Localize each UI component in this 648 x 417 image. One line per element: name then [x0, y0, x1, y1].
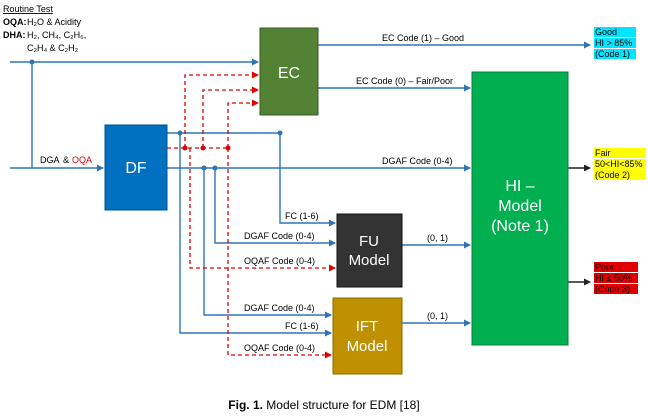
oqaf-to-fu-arrow	[189, 148, 336, 272]
fu-box: FU Model	[336, 213, 403, 288]
oqaf-fu-label: OQAF Code (0-4)	[244, 256, 315, 266]
junction-dots	[29, 59, 283, 171]
hi-box: HI – Model (Note 1)	[471, 71, 569, 346]
hi-box-line3: (Note 1)	[491, 218, 549, 235]
fc-to-ift-arrow	[179, 133, 332, 337]
junction-dot	[225, 145, 231, 151]
poor-line3: (Code 3)	[595, 284, 630, 294]
poor-line2: HI ≤ 50%	[595, 273, 632, 283]
dashed-to-ec-3	[227, 99, 259, 148]
output-good: Good HI > 85% (Code 1)	[594, 27, 636, 59]
junction-dot	[200, 145, 206, 151]
caption-fig-label: Fig. 1.	[228, 398, 263, 412]
output-fair: Fair 50<HI<85% (Code 2)	[594, 148, 646, 180]
junction-dot	[277, 130, 283, 136]
fu-box-line2: Model	[349, 252, 390, 269]
dgaf-fu-label: DGAF Code (0-4)	[244, 231, 315, 241]
dashed-to-ec-1	[184, 71, 259, 148]
good-bg	[594, 49, 636, 59]
good-bg	[594, 27, 636, 37]
hi-box-line2: Model	[498, 198, 542, 215]
ec-code0-label: EC Code (0) – Fair/Poor	[356, 76, 453, 86]
dha-key: DHA:	[3, 30, 26, 40]
oqa-label: OQA	[72, 155, 92, 165]
ift-box-line1: IFT	[356, 318, 379, 335]
junction-dot	[177, 130, 183, 136]
fair-bg	[594, 170, 646, 180]
ift-out-label: (0, 1)	[427, 311, 448, 321]
fair-bg	[594, 159, 646, 169]
dha-line1: H₂, CH₄, C₂H₆,	[27, 30, 86, 40]
junction-dot	[182, 145, 188, 151]
fair-line1: Fair	[595, 148, 611, 158]
oqa-value: H₂O & Acidity	[27, 17, 82, 27]
dgaf-ift-label: DGAF Code (0-4)	[244, 303, 315, 313]
routine-test-title: Routine Test	[3, 4, 53, 14]
fair-bg	[594, 148, 646, 158]
good-line3: (Code 1)	[595, 49, 630, 59]
dgaf-to-fu-arrow	[214, 168, 336, 247]
edm-model-diagram: Routine Test OQA: H₂O & Acidity DHA: H₂,…	[3, 4, 646, 375]
oqa-key: OQA:	[3, 17, 27, 27]
df-input-label: DGA & OQA	[40, 155, 92, 165]
fc-to-fu-arrow	[167, 132, 336, 227]
dha-line2: C₂H₄ & C₂H₂	[27, 43, 79, 53]
good-line2: HI > 85%	[595, 38, 632, 48]
fu-box-line1: FU	[359, 233, 379, 250]
fc-ift-label: FC (1-6)	[285, 321, 319, 331]
poor-bg	[594, 284, 638, 294]
junction-dot	[201, 165, 207, 171]
dga-label: DGA	[40, 155, 60, 165]
fc-fu-label: FC (1-6)	[285, 211, 319, 221]
fu-box-rect	[336, 213, 403, 288]
dashed-to-ec-2	[202, 86, 259, 148]
ec-box: EC	[259, 27, 319, 116]
routine-test-block: Routine Test OQA: H₂O & Acidity DHA: H₂,…	[3, 4, 86, 53]
df-box-rect	[104, 124, 168, 211]
dgaf-to-ift-arrow	[203, 168, 332, 319]
oqaf-ift-label: OQAF Code (0-4)	[244, 343, 315, 353]
ec-box-label: EC	[278, 65, 300, 82]
ift-box-rect	[332, 297, 403, 375]
hi-output-arrows	[568, 164, 591, 286]
junction-dot	[212, 165, 218, 171]
fair-line3: (Code 2)	[595, 170, 630, 180]
oqaf-to-ift-arrow	[227, 148, 332, 359]
df-box-label: DF	[125, 160, 147, 177]
good-line1: Good	[595, 27, 617, 37]
amp-label: &	[63, 155, 69, 165]
ift-box-line2: Model	[347, 338, 388, 355]
output-poor: Poor HI ≤ 50% (Code 3)	[594, 262, 638, 294]
fair-line2: 50<HI<85%	[595, 159, 643, 169]
dgaf-main-label: DGAF Code (0-4)	[382, 156, 453, 166]
poor-bg	[594, 262, 638, 272]
poor-line1: Poor	[595, 262, 614, 272]
dashed-connectors	[167, 71, 336, 359]
ec-box-rect	[259, 27, 319, 116]
ec-code1-label: EC Code (1) – Good	[382, 33, 464, 43]
junction-dot	[29, 59, 35, 65]
df-box: DF	[104, 124, 168, 211]
figure-caption: Fig. 1. Model structure for EDM [18]	[0, 398, 648, 412]
fu-out-label: (0, 1)	[427, 233, 448, 243]
ift-box: IFT Model	[332, 297, 403, 375]
hi-box-rect	[471, 71, 569, 346]
caption-text: Model structure for EDM [18]	[262, 398, 420, 412]
good-bg	[594, 38, 636, 48]
connector-labels: EC Code (1) – Good EC Code (0) – Fair/Po…	[244, 33, 464, 353]
hi-box-line1: HI –	[505, 178, 534, 195]
poor-bg	[594, 273, 638, 283]
